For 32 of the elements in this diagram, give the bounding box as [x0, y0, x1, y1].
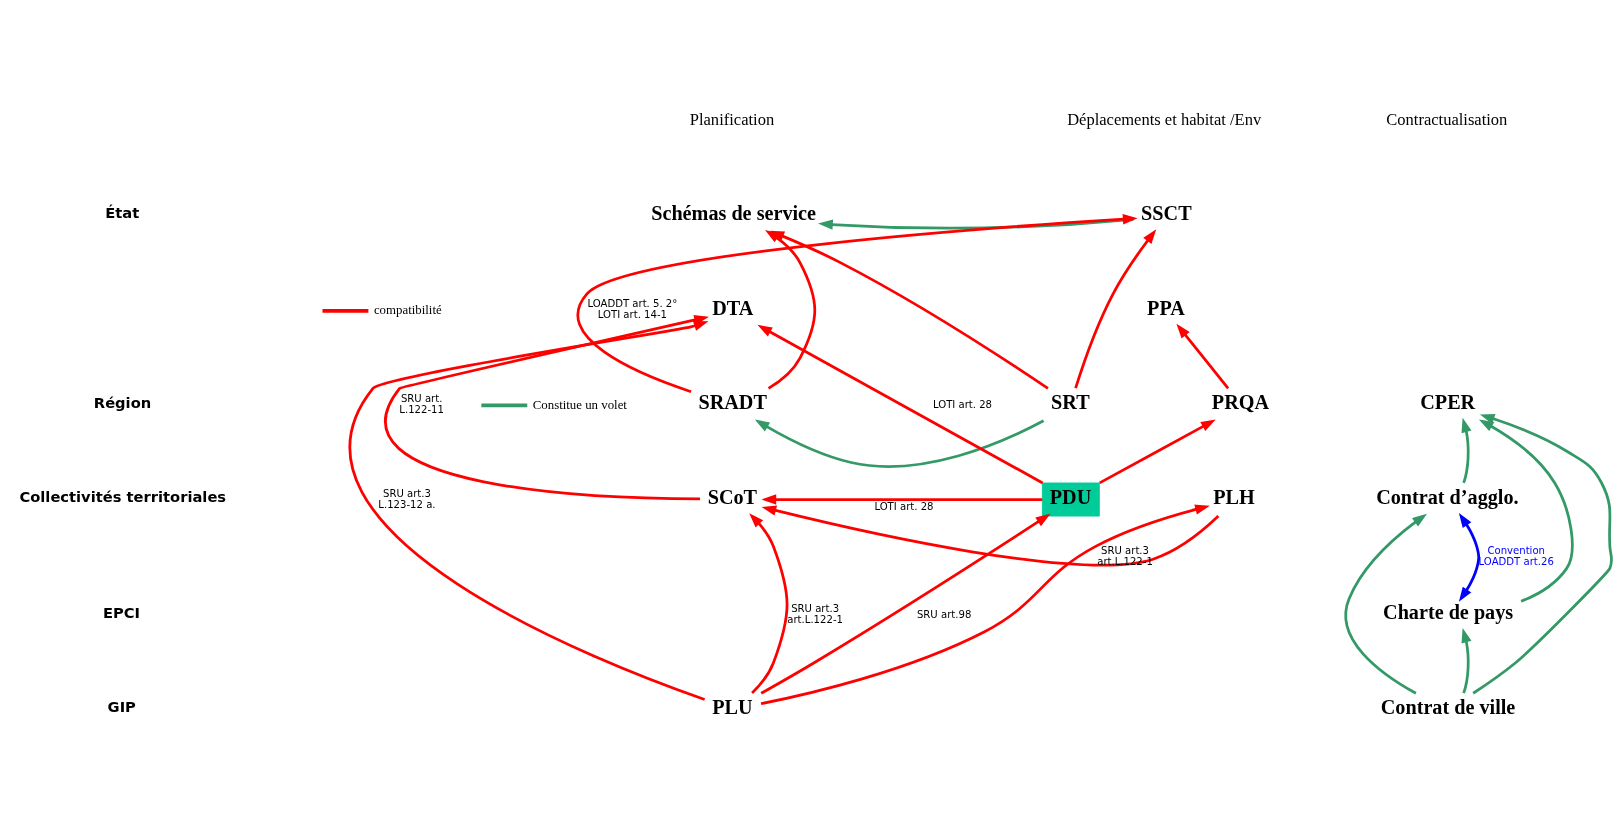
node-text: DTA	[712, 296, 754, 319]
label: Région	[93, 393, 152, 411]
node-text: Contrat de ville	[1380, 696, 1516, 719]
legend-label: compatibilité	[373, 303, 442, 318]
edge-label: SRU art.98	[916, 608, 972, 620]
edge-label: SRU art.3 L.123-12 a.	[378, 487, 436, 510]
edge-label: SRU art.3 art.L.122-1	[787, 603, 843, 626]
node-text: Contrat d’agglo.	[1376, 485, 1519, 508]
node-text: SSCT	[1141, 202, 1192, 225]
node-text: PRQA	[1211, 391, 1270, 414]
node-text: PLU	[712, 696, 753, 719]
label: Planification	[689, 110, 775, 130]
label: GIP	[107, 698, 136, 716]
label: Collectivités territoriales	[19, 488, 227, 506]
edge-label: SRU art. L.122-11	[399, 393, 444, 416]
edge-label: LOTI art. 28	[874, 501, 934, 513]
label: État	[105, 204, 140, 222]
label: Contractualisation	[1386, 110, 1508, 130]
node-text: SCoT	[707, 485, 758, 508]
edge-label: LOTI art. 28	[932, 398, 993, 410]
label: Déplacements et habitat /Env	[1067, 110, 1262, 130]
node-text: Schémas de service	[651, 202, 817, 225]
edge-label: Convention LOADDT art.26	[1478, 545, 1554, 568]
node-text: Charte de pays	[1383, 601, 1514, 624]
node-text: CPER	[1420, 391, 1476, 414]
node-text: PPA	[1147, 296, 1185, 319]
legend-label: Constitue un volet	[532, 397, 627, 412]
node-text: PLH	[1213, 485, 1255, 508]
edge-label: LOADDT art. 5. 2° LOTI art. 14-1	[587, 298, 678, 321]
label: EPCI	[103, 603, 141, 621]
node-text: SRT	[1051, 391, 1090, 414]
node-text: SRADT	[698, 391, 767, 414]
